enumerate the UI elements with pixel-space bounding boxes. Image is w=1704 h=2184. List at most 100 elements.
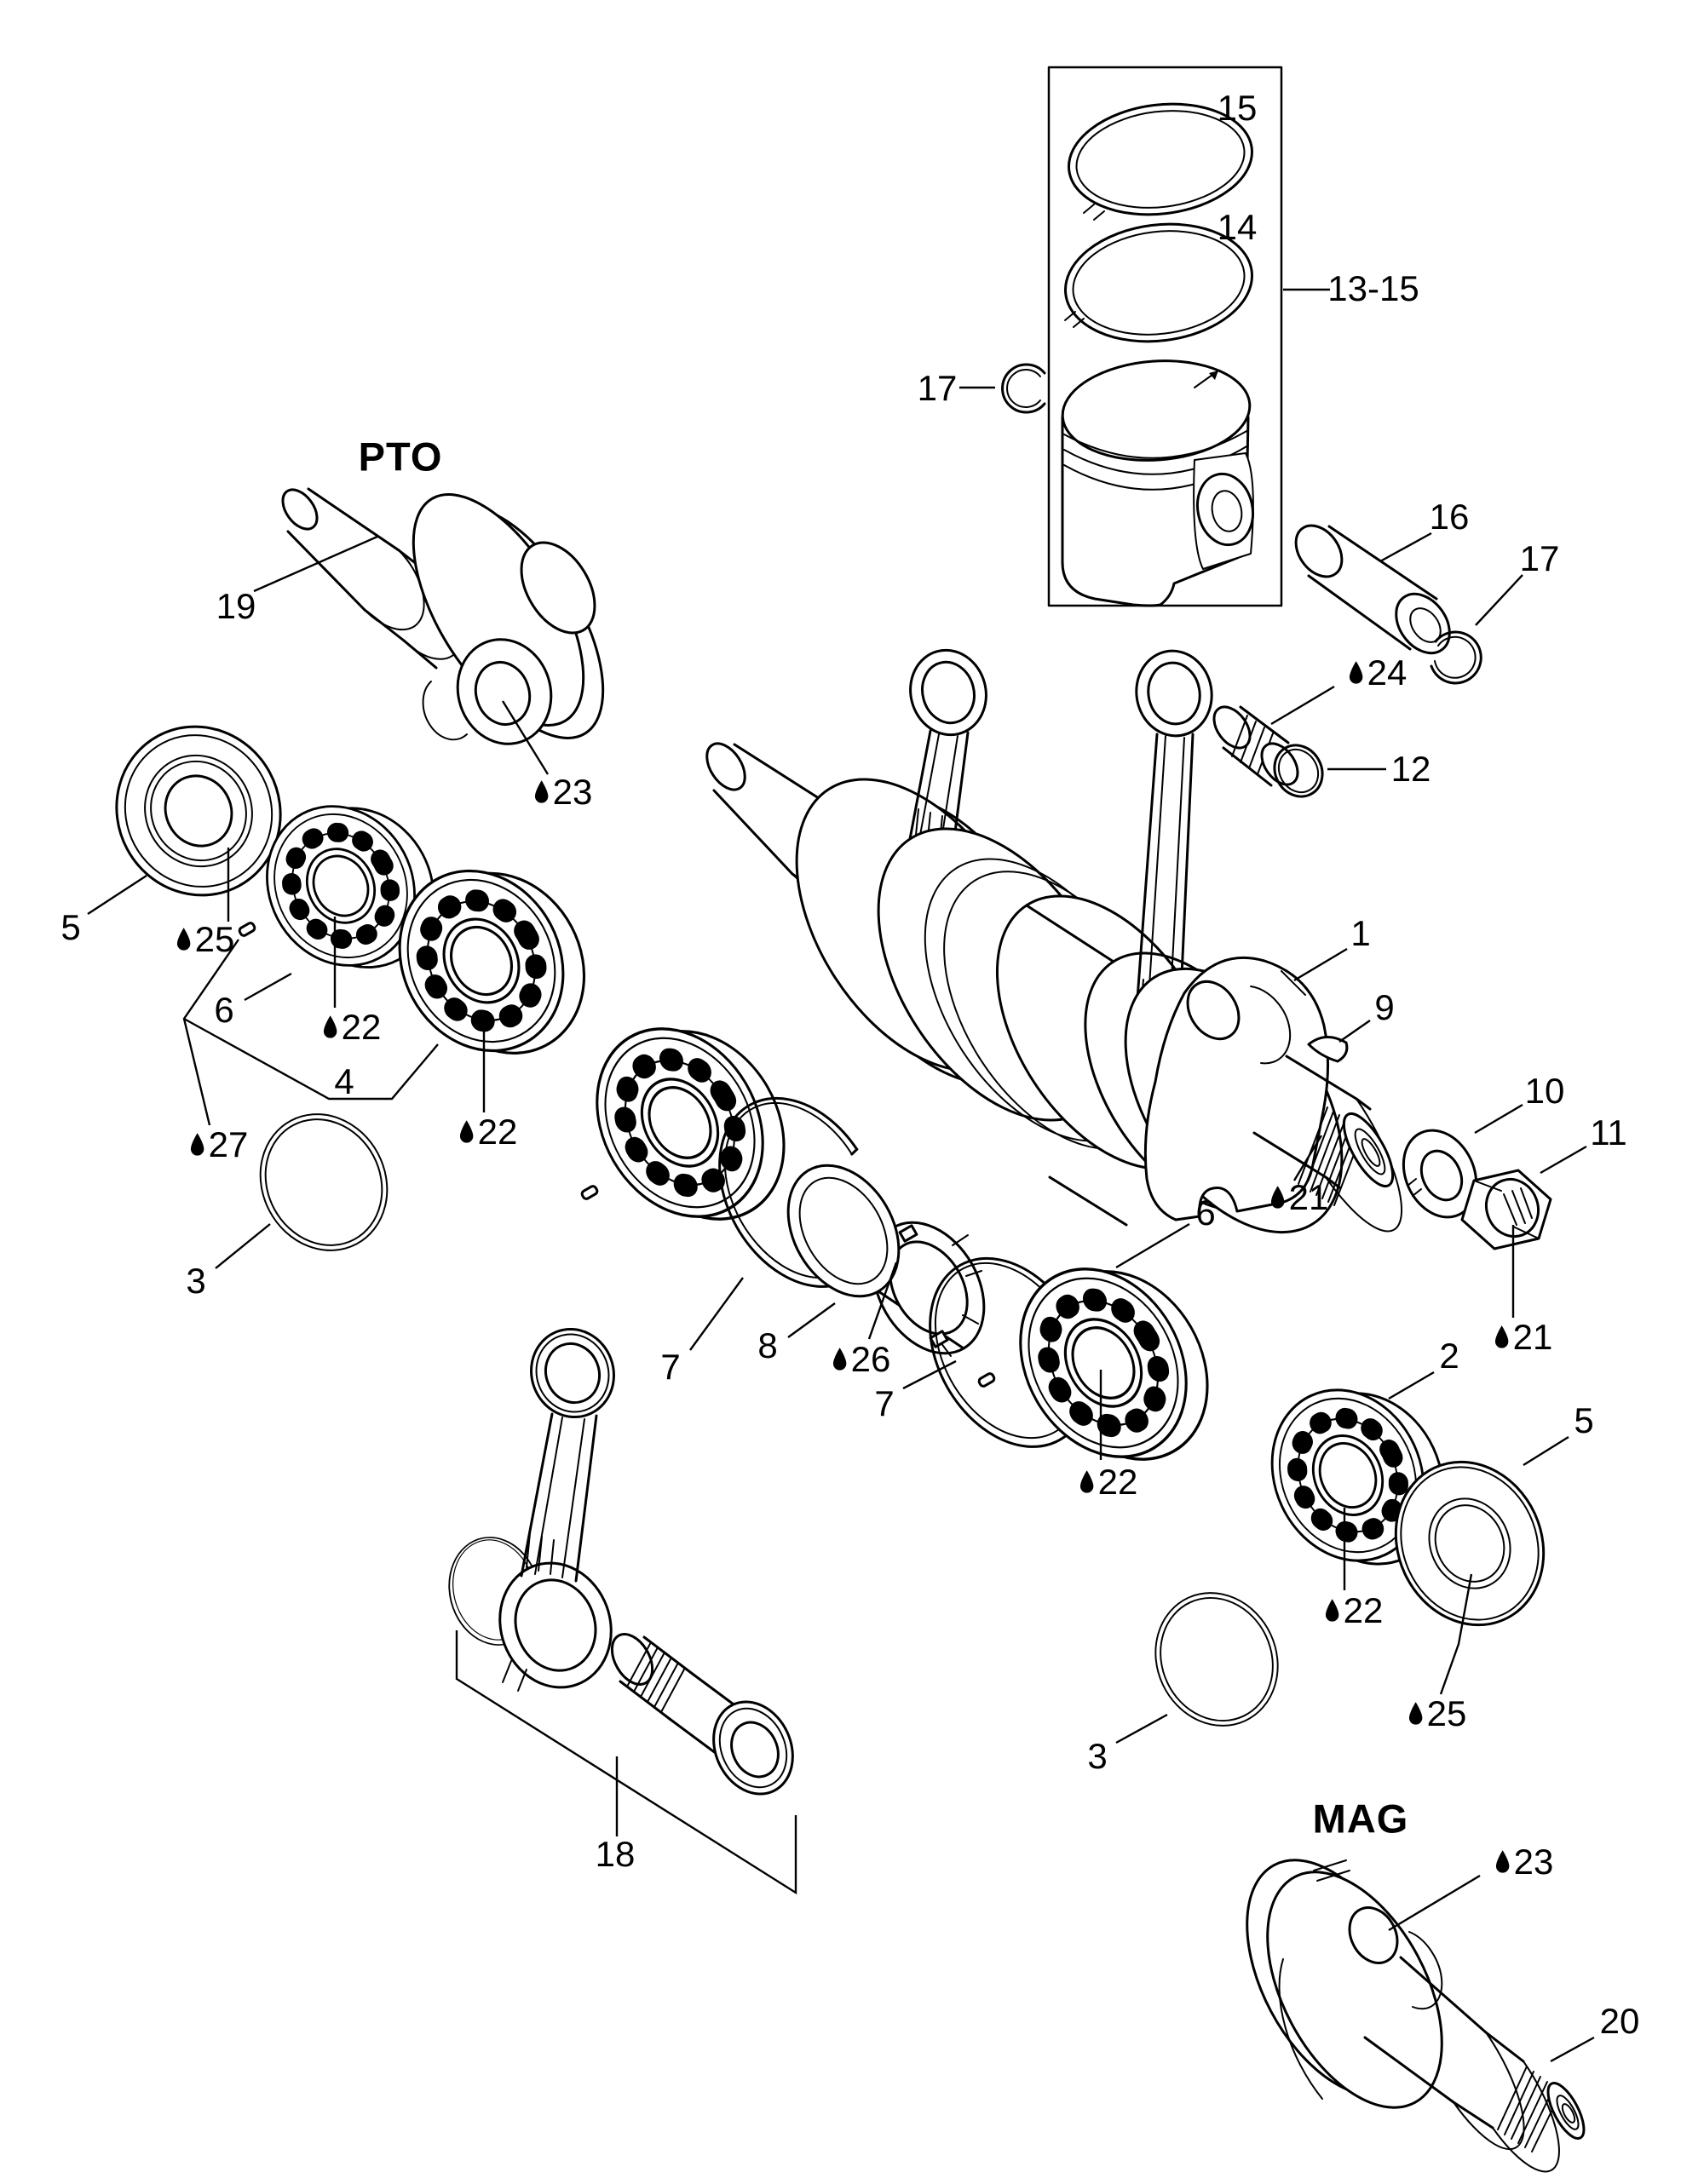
leader-17-right	[1475, 574, 1523, 626]
callout-22-a[interactable]: 22	[321, 1007, 382, 1047]
leader-3-left	[215, 1223, 271, 1269]
callout-19[interactable]: 19	[216, 589, 256, 624]
leader-21-a	[1292, 1135, 1323, 1181]
callout-7-a[interactable]: 7	[660, 1349, 680, 1385]
leader-23-pto	[501, 700, 550, 775]
callout-15[interactable]: 15	[1218, 90, 1258, 126]
callout-text: MAG	[1312, 1796, 1409, 1842]
leader-11	[1540, 1145, 1587, 1175]
callout-text: 27	[208, 1124, 249, 1164]
callout-17-left[interactable]: 17	[918, 371, 958, 406]
callout-21-a[interactable]: 21	[1269, 1180, 1328, 1216]
callout-pto[interactable]: PTO	[359, 437, 443, 477]
callout-text: 24	[1367, 652, 1408, 693]
woodruff-key-9	[1307, 1036, 1349, 1063]
oil-drop-icon	[323, 1014, 337, 1038]
callout-9[interactable]: 9	[1374, 990, 1394, 1026]
leader-23-mag	[1388, 1874, 1481, 1932]
oil-drop-icon	[1408, 1701, 1423, 1725]
callout-text: 17	[1519, 538, 1560, 578]
callout-text: 1	[1350, 913, 1371, 953]
crankshaft-assembly-1	[705, 648, 1403, 1234]
callout-20[interactable]: 20	[1600, 2003, 1640, 2039]
leader-27	[182, 939, 239, 1126]
leader-5-left	[87, 874, 147, 916]
callout-text: 26	[850, 1339, 891, 1379]
callout-11[interactable]: 11	[1590, 1115, 1627, 1151]
callout-27[interactable]: 27	[188, 1124, 249, 1164]
callout-16[interactable]: 16	[1430, 499, 1470, 535]
callout-21-b[interactable]: 21	[1493, 1319, 1552, 1355]
callout-23-pto[interactable]: 23	[532, 774, 592, 810]
callout-3-left[interactable]: 3	[186, 1263, 205, 1299]
needle-bearing-24	[1212, 705, 1299, 787]
callout-text: 15	[1217, 88, 1258, 128]
callout-text: 6	[1195, 1193, 1216, 1233]
callout-text: 25	[194, 919, 235, 959]
callout-text: 11	[1590, 1112, 1627, 1152]
callout-3-right[interactable]: 3	[1087, 1739, 1107, 1774]
circlip-17-left	[1001, 363, 1046, 414]
callout-7-b[interactable]: 7	[874, 1386, 894, 1422]
oil-drop-icon	[1494, 1325, 1509, 1348]
leader-3-right	[1115, 1713, 1168, 1744]
callout-10[interactable]: 10	[1525, 1073, 1565, 1109]
oil-drop-icon	[1325, 1598, 1339, 1622]
callout-text: 13-15	[1327, 268, 1419, 308]
callout-25-left[interactable]: 25	[175, 919, 235, 959]
callout-8[interactable]: 8	[757, 1328, 777, 1364]
leader-4	[362, 1043, 439, 1101]
callout-text: 12	[1390, 749, 1431, 789]
oil-drop-icon	[190, 1132, 204, 1156]
callout-13-15[interactable]: 13-15	[1327, 271, 1419, 307]
callout-4[interactable]: 4	[334, 1064, 354, 1100]
circlip-17-right	[1430, 630, 1482, 685]
callout-23-mag[interactable]: 23	[1494, 1842, 1554, 1882]
callout-14[interactable]: 14	[1218, 210, 1258, 245]
callout-22-b[interactable]: 22	[458, 1114, 517, 1150]
callout-5-left[interactable]: 5	[60, 910, 80, 945]
callout-6-right[interactable]: 6	[1195, 1195, 1215, 1231]
callout-text: 4	[334, 1061, 354, 1101]
leader-7-b	[902, 1359, 957, 1390]
callout-24[interactable]: 24	[1347, 652, 1408, 693]
oil-drop-icon	[176, 927, 191, 951]
callout-text: 17	[917, 368, 958, 408]
leader-2	[1388, 1371, 1435, 1400]
callout-17-right[interactable]: 17	[1520, 541, 1560, 577]
oil-drop-icon	[534, 779, 549, 803]
callout-2[interactable]: 2	[1439, 1338, 1459, 1374]
callout-text: 22	[1343, 1590, 1384, 1630]
callout-text: 6	[214, 990, 234, 1030]
callout-text: 14	[1217, 207, 1258, 247]
callout-text: 23	[1513, 1842, 1554, 1882]
callout-18[interactable]: 18	[596, 1836, 636, 1872]
leader-16	[1379, 532, 1432, 563]
callout-12[interactable]: 12	[1391, 751, 1431, 787]
leader-5-right	[1523, 1435, 1569, 1467]
callout-text: 5	[60, 907, 81, 947]
callout-text: 22	[341, 1007, 382, 1047]
callout-5-right[interactable]: 5	[1574, 1403, 1593, 1439]
leader-8	[787, 1302, 836, 1338]
callout-25-right[interactable]: 25	[1407, 1696, 1466, 1732]
callout-mag[interactable]: MAG	[1313, 1799, 1409, 1839]
callout-1[interactable]: 1	[1350, 916, 1370, 951]
wrist-pin-16	[1294, 524, 1451, 655]
roller-bearing-8	[786, 1164, 986, 1357]
callout-6-left[interactable]: 6	[214, 992, 233, 1028]
callout-22-d[interactable]: 22	[1323, 1590, 1384, 1630]
callout-text: 16	[1429, 497, 1470, 537]
piston-ring-15	[1068, 102, 1253, 221]
callout-text: 18	[595, 1834, 636, 1874]
leader-26	[867, 1262, 898, 1340]
callout-22-c[interactable]: 22	[1078, 1462, 1138, 1502]
connecting-rod-kit-18	[436, 1327, 794, 1796]
leader-25-right	[1439, 1573, 1473, 1695]
piston-kit-box	[1047, 66, 1283, 607]
callout-text: 7	[660, 1347, 681, 1387]
callout-26[interactable]: 26	[831, 1339, 891, 1379]
callout-text: 22	[1097, 1462, 1138, 1502]
bracket-line-0	[455, 1630, 797, 1895]
